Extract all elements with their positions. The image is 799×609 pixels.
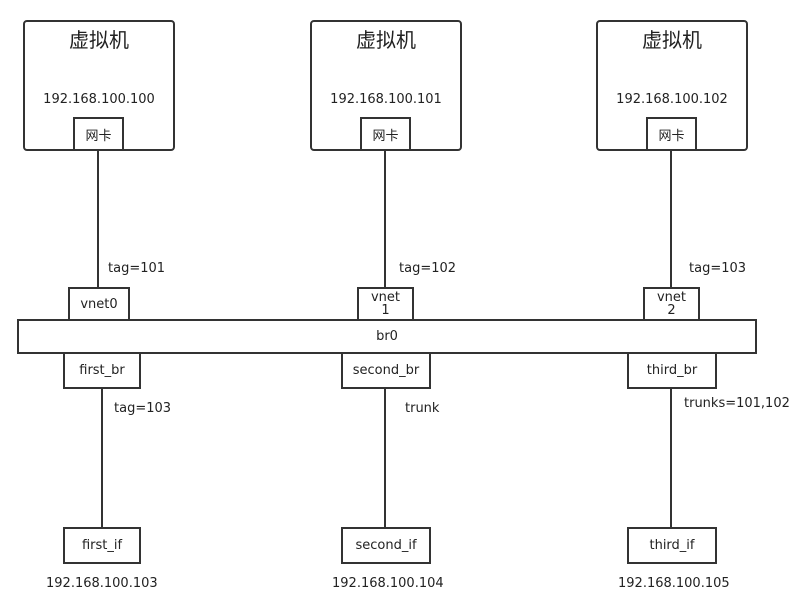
vm-ip: 192.168.100.102: [616, 92, 728, 107]
link-label: tag=102: [399, 261, 457, 276]
connector-line: [670, 151, 672, 288]
link-label: tag=101: [108, 261, 166, 276]
port-box-2: second_br: [341, 352, 431, 389]
vm-ip: 192.168.100.100: [43, 92, 155, 107]
iface-ip: 192.168.100.105: [618, 576, 730, 591]
iface-box-1: first_if: [63, 527, 141, 564]
connector-line: [101, 389, 103, 528]
link-label: trunks=101,102: [684, 396, 790, 411]
bridge-br0: br0: [17, 319, 757, 354]
link-label: tag=103: [114, 401, 172, 416]
port-box-1: first_br: [63, 352, 141, 389]
vm-title: 虚拟机: [356, 28, 416, 52]
connector-line: [384, 389, 386, 528]
connector-line: [97, 151, 99, 288]
port-box-3: third_br: [627, 352, 717, 389]
connector-line: [384, 151, 386, 288]
vnet-box-2: vnet 1: [357, 287, 414, 321]
vm-ip: 192.168.100.101: [330, 92, 442, 107]
connector-line: [670, 389, 672, 528]
iface-box-3: third_if: [627, 527, 717, 564]
iface-ip: 192.168.100.103: [46, 576, 158, 591]
vm-box-2: 虚拟机 192.168.100.101: [310, 20, 462, 151]
vnet-box-3: vnet 2: [643, 287, 700, 321]
link-label: tag=103: [689, 261, 747, 276]
nic-box-3: 网卡: [646, 117, 697, 151]
vnet-box-1: vnet0: [68, 287, 130, 321]
iface-box-2: second_if: [341, 527, 431, 564]
link-label: trunk: [405, 401, 440, 416]
vm-title: 虚拟机: [69, 28, 129, 52]
nic-box-2: 网卡: [360, 117, 411, 151]
nic-box-1: 网卡: [73, 117, 124, 151]
iface-ip: 192.168.100.104: [332, 576, 444, 591]
vm-title: 虚拟机: [642, 28, 702, 52]
